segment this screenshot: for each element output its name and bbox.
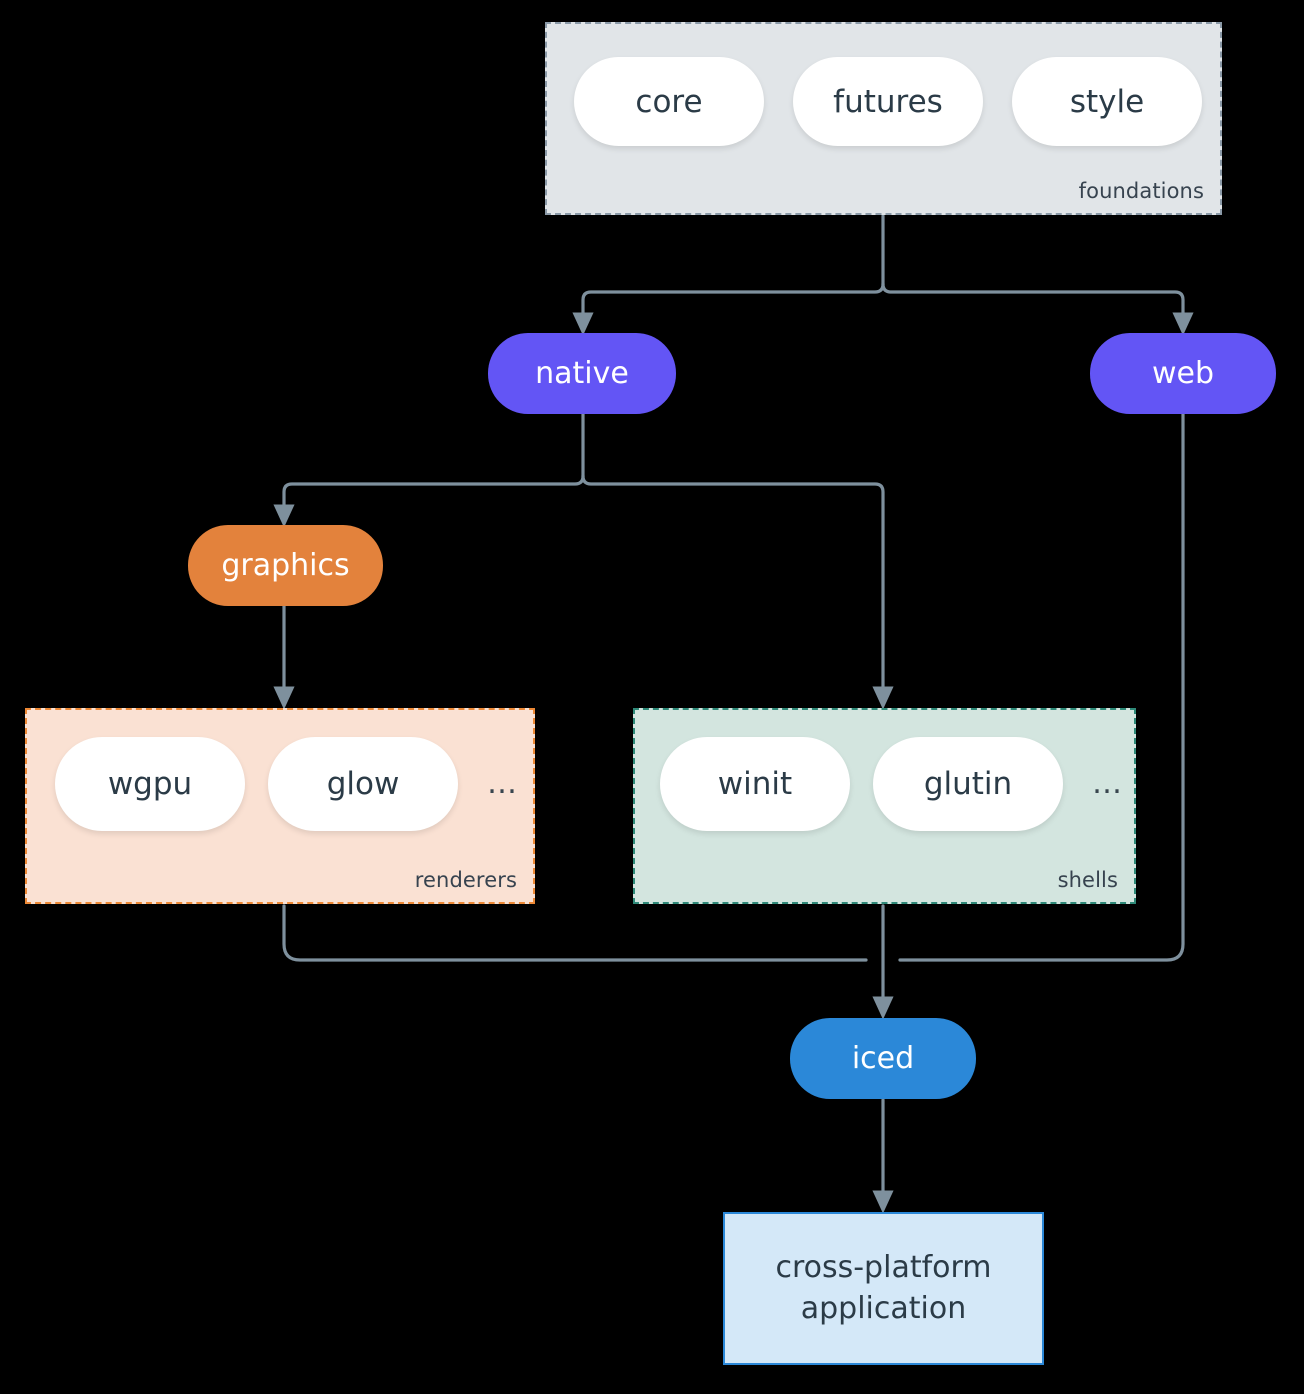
node-iced[interactable]: iced (790, 1018, 976, 1099)
group-renderers: wgpu glow … renderers (25, 708, 535, 904)
edge-foundations-native (572, 282, 885, 336)
app-label-line1: cross-platform (775, 1250, 992, 1285)
pill-glutin[interactable]: glutin (873, 737, 1063, 831)
group-label-foundations: foundations (1078, 179, 1204, 203)
group-label-renderers: renderers (414, 868, 517, 892)
node-native[interactable]: native (488, 333, 676, 414)
pill-wgpu[interactable]: wgpu (55, 737, 245, 831)
edge-foundations-web (881, 282, 1194, 336)
pill-style[interactable]: style (1012, 57, 1202, 146)
node-web[interactable]: web (1090, 333, 1276, 414)
app-label-line2: application (800, 1290, 967, 1326)
renderers-pill-row: wgpu glow … (55, 737, 525, 831)
foundations-pill-row: core futures style (574, 57, 1202, 146)
edge-native-shells (581, 474, 894, 710)
node-cross-platform-application[interactable]: cross-platform application (723, 1212, 1044, 1365)
group-foundations: core futures style foundations (545, 22, 1222, 215)
pill-glow[interactable]: glow (268, 737, 458, 831)
edge-native-graphics (273, 474, 585, 528)
shells-pill-row: winit glutin … (660, 737, 1130, 831)
renderers-overflow-ellipsis: … (487, 766, 519, 801)
edge-renderers-iced (282, 904, 868, 962)
pill-winit[interactable]: winit (660, 737, 850, 831)
pill-futures[interactable]: futures (793, 57, 983, 146)
shells-overflow-ellipsis: … (1092, 766, 1124, 801)
node-graphics[interactable]: graphics (188, 525, 383, 606)
group-shells: winit glutin … shells (633, 708, 1136, 904)
pill-core[interactable]: core (574, 57, 764, 146)
group-label-shells: shells (1057, 868, 1118, 892)
